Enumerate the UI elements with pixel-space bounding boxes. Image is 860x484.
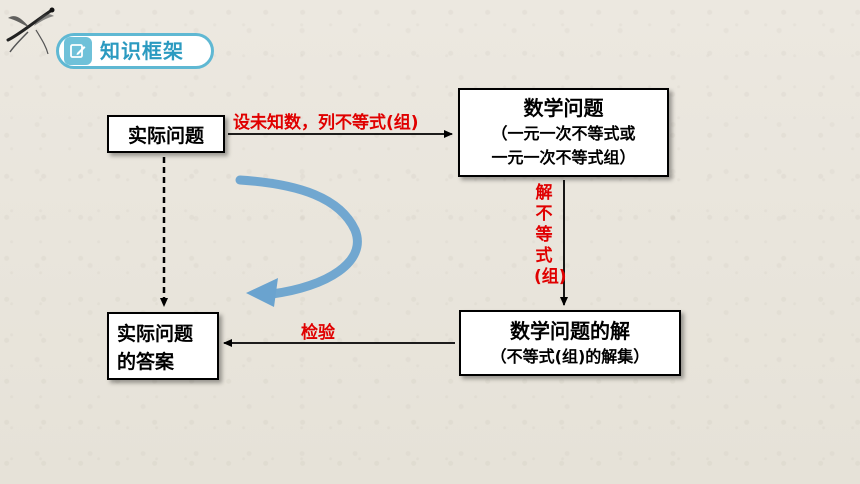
node-math-problem-title: 数学问题 — [523, 96, 604, 120]
node-actual-answer-line1: 实际问题 — [117, 323, 194, 345]
edge-solve-label: 解不等式(组) — [534, 183, 567, 287]
section-title: 知识框架 — [100, 39, 184, 63]
node-actual-answer: 实际问题 的答案 — [107, 312, 219, 380]
node-actual-problem: 实际问题 — [107, 115, 225, 153]
node-math-solution-title: 数学问题的解 — [510, 319, 630, 343]
node-math-problem: 数学问题 （一元一次不等式或 一元一次不等式组） — [458, 88, 669, 177]
node-actual-answer-line2: 的答案 — [117, 351, 175, 373]
edge-formulate-label: 设未知数，列不等式(组) — [233, 113, 419, 133]
curved-flow-arrowhead — [246, 278, 278, 307]
node-math-solution-sub: （不等式(组)的解集） — [490, 347, 650, 366]
ink-brush-ornament-icon — [6, 7, 55, 55]
curved-flow-arrow — [235, 175, 362, 299]
edge-verify-label: 检验 — [301, 323, 335, 343]
node-math-problem-sub1: （一元一次不等式或 — [491, 124, 636, 143]
node-math-problem-sub2: 一元一次不等式组） — [491, 148, 636, 167]
section-title-badge: 知识框架 — [56, 33, 214, 69]
node-actual-problem-label: 实际问题 — [127, 124, 204, 147]
edit-note-icon — [64, 37, 92, 65]
node-math-solution: 数学问题的解 （不等式(组)的解集） — [459, 310, 681, 376]
